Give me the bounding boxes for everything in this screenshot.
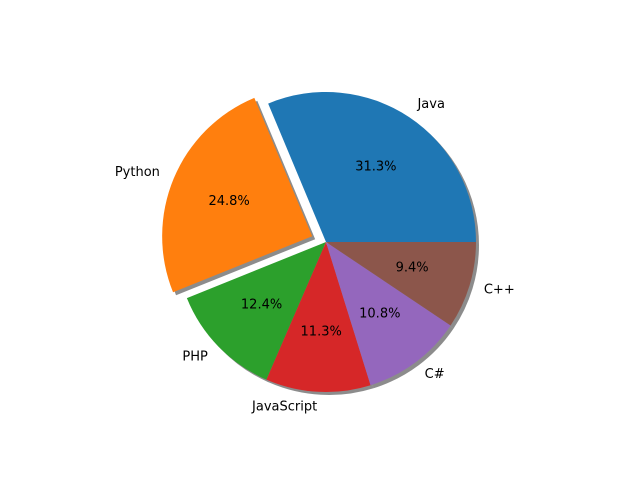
slice-c (326, 242, 451, 386)
slice-label-c: C++ (484, 283, 515, 298)
slice-php (186, 242, 326, 380)
slice-javascript (266, 242, 371, 392)
slice-label-c: C# (425, 367, 445, 382)
percent-labels: 31.3% 24.8% 12.4% 11.3% 10.8% 9.4% (208, 160, 428, 340)
percent-label-javascript: 11.3% (301, 324, 342, 339)
slice-python (162, 97, 313, 293)
pie-slices (162, 92, 476, 392)
slice-java (268, 92, 476, 242)
percent-label-c: 10.8% (359, 307, 400, 322)
slice-label-php: PHP (182, 350, 208, 365)
percent-label-python: 24.8% (208, 194, 249, 209)
slice-label-python: Python (115, 165, 160, 180)
percent-label-java: 31.3% (355, 160, 396, 175)
percent-label-c: 9.4% (396, 261, 429, 276)
slice-label-javascript: JavaScript (251, 399, 317, 414)
slice-c (326, 242, 476, 326)
slice-label-java: Java (416, 97, 444, 112)
percent-label-php: 12.4% (241, 297, 282, 312)
